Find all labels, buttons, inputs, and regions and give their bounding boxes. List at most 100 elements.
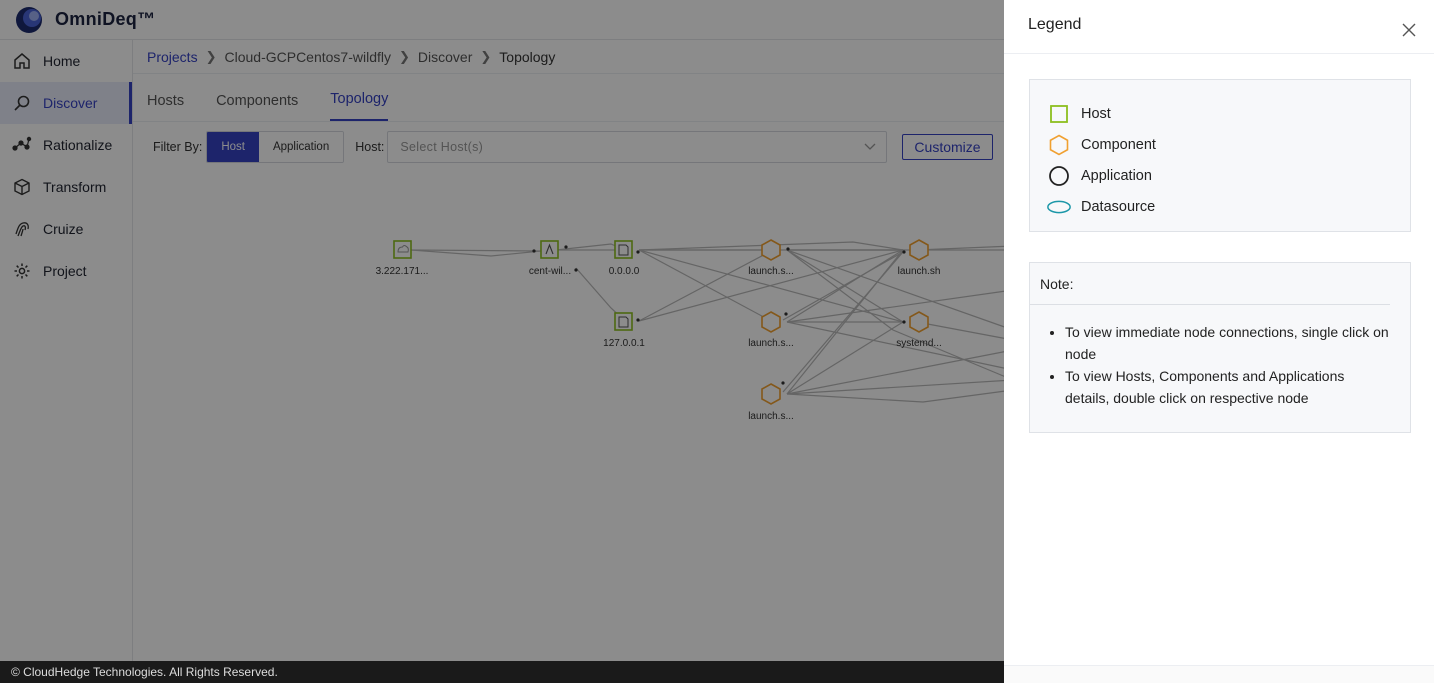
host-node-icon	[393, 240, 412, 259]
cloud-icon	[397, 245, 409, 253]
gear-icon	[12, 261, 32, 281]
note-item: To view Hosts, Components and Applicatio…	[1065, 365, 1392, 409]
node-label: 0.0.0.0	[609, 266, 640, 277]
sidebar-item-transform[interactable]: Transform	[0, 166, 132, 208]
close-button[interactable]	[1398, 19, 1420, 41]
customize-button[interactable]: Customize	[902, 134, 993, 160]
copyright-text: © CloudHedge Technologies. All Rights Re…	[11, 665, 278, 679]
legend-item-component: Component	[1046, 129, 1410, 160]
file-icon	[618, 316, 629, 328]
fingerprint-icon	[12, 219, 32, 239]
app-name: OmniDeq™	[55, 9, 156, 29]
breadcrumb-topology: Topology	[499, 48, 556, 65]
filter-by-label: Filter By:	[153, 140, 203, 154]
note-item: To view immediate node connections, sing…	[1065, 321, 1392, 365]
rationalize-icon	[12, 135, 32, 155]
circle-icon	[1046, 165, 1072, 187]
file-icon	[618, 244, 629, 256]
chevron-right-icon: ❯	[399, 48, 410, 64]
ellipse-icon	[1046, 196, 1072, 218]
node-label: launch.s...	[748, 338, 794, 349]
component-node-icon	[909, 239, 929, 261]
chevron-right-icon: ❯	[205, 48, 217, 64]
close-icon	[1402, 23, 1416, 36]
filter-bar: Filter By: Host Application Host: Select…	[153, 131, 993, 163]
component-node-icon	[761, 383, 781, 405]
host-label: Host:	[355, 140, 385, 154]
topology-node[interactable]: 0.0.0.0	[609, 240, 640, 277]
tab-topology[interactable]: Topology	[330, 91, 389, 121]
legend-item-datasource: Datasource	[1046, 191, 1410, 222]
node-label: launch.sh	[898, 266, 941, 277]
topology-arrowheads	[532, 245, 906, 385]
legend-label: Datasource	[1081, 198, 1156, 215]
sidebar-item-label: Rationalize	[43, 137, 113, 153]
chevron-right-icon: ❯	[480, 48, 492, 64]
square-icon	[1046, 103, 1072, 125]
home-icon	[12, 51, 32, 71]
hexagon-icon	[1046, 134, 1072, 156]
discover-icon	[12, 93, 32, 113]
legend-label: Component	[1081, 136, 1156, 153]
sidebar-item-label: Transform	[43, 179, 107, 195]
note-list: To view immediate node connections, sing…	[1030, 305, 1410, 409]
node-label: 3.222.171...	[376, 266, 429, 277]
note-box: Note: To view immediate node connections…	[1029, 262, 1411, 433]
topology-node[interactable]: systemd...	[896, 311, 942, 349]
sidebar-item-label: Discover	[43, 95, 98, 111]
sidebar-item-project[interactable]: Project	[0, 250, 132, 292]
sidebar: Home Discover Rationalize Transform Crui…	[0, 40, 133, 661]
note-title: Note:	[1030, 263, 1390, 305]
topology-node[interactable]: launch.s...	[748, 383, 794, 422]
component-node-icon	[761, 239, 781, 261]
drawer-header: Legend	[1004, 0, 1434, 54]
sidebar-item-home[interactable]: Home	[0, 40, 132, 82]
node-label: systemd...	[896, 338, 942, 349]
sidebar-item-label: Project	[43, 263, 87, 279]
linux-icon	[545, 243, 554, 255]
filter-segmented-control: Host Application	[206, 131, 345, 163]
topology-edges	[410, 241, 1014, 403]
sidebar-item-label: Cruize	[43, 221, 84, 237]
node-label: cent-wil...	[529, 266, 571, 277]
chevron-down-icon	[864, 143, 876, 150]
tab-hosts[interactable]: Hosts	[147, 93, 185, 109]
cube-icon	[12, 177, 32, 197]
modal-backdrop[interactable]	[0, 0, 1004, 661]
sidebar-item-discover[interactable]: Discover	[0, 82, 132, 124]
sidebar-item-label: Home	[43, 53, 81, 69]
legend-label: Host	[1081, 105, 1111, 122]
legend-item-application: Application	[1046, 160, 1410, 191]
topology-node[interactable]: launch.sh	[898, 239, 941, 277]
filter-host-button[interactable]: Host	[207, 132, 259, 162]
breadcrumb-discover[interactable]: Discover	[417, 48, 473, 65]
tab-bar: Hosts Components Topology	[133, 74, 1434, 122]
component-node-icon	[909, 311, 929, 333]
legend-box: Host Component Application Datasource	[1029, 79, 1411, 232]
node-label: launch.s...	[748, 411, 794, 422]
legend-drawer: Legend Host Component Application	[1004, 0, 1434, 683]
sidebar-item-cruize[interactable]: Cruize	[0, 208, 132, 250]
breadcrumb-projects[interactable]: Projects	[147, 48, 198, 65]
sidebar-item-rationalize[interactable]: Rationalize	[0, 124, 132, 166]
filter-application-button[interactable]: Application	[258, 132, 344, 162]
node-label: 127.0.0.1	[603, 338, 645, 349]
topology-node[interactable]: launch.s...	[748, 239, 794, 277]
host-node-icon	[540, 240, 559, 259]
drawer-title: Legend	[1028, 15, 1082, 33]
omnideq-logo-icon	[16, 6, 42, 33]
host-select-placeholder: Select Host(s)	[400, 140, 484, 154]
drawer-footer	[1004, 665, 1434, 683]
topology-node[interactable]: launch.s...	[748, 311, 794, 349]
topology-graph: 3.222.171... cent-wil... 0.0.0.0 127.0.0…	[376, 239, 1014, 422]
topology-node[interactable]: 3.222.171...	[376, 240, 429, 277]
legend-label: Application	[1081, 167, 1152, 184]
tab-components[interactable]: Components	[216, 93, 299, 109]
topology-node[interactable]: 127.0.0.1	[603, 312, 645, 349]
footer: © CloudHedge Technologies. All Rights Re…	[0, 661, 1004, 683]
legend-item-host: Host	[1046, 98, 1410, 129]
topology-node[interactable]: cent-wil...	[529, 240, 571, 277]
breadcrumb-project-name[interactable]: Cloud-GCPCentos7-wildfly	[224, 48, 391, 65]
host-select[interactable]: Select Host(s)	[387, 131, 888, 163]
node-label: launch.s...	[748, 266, 794, 277]
